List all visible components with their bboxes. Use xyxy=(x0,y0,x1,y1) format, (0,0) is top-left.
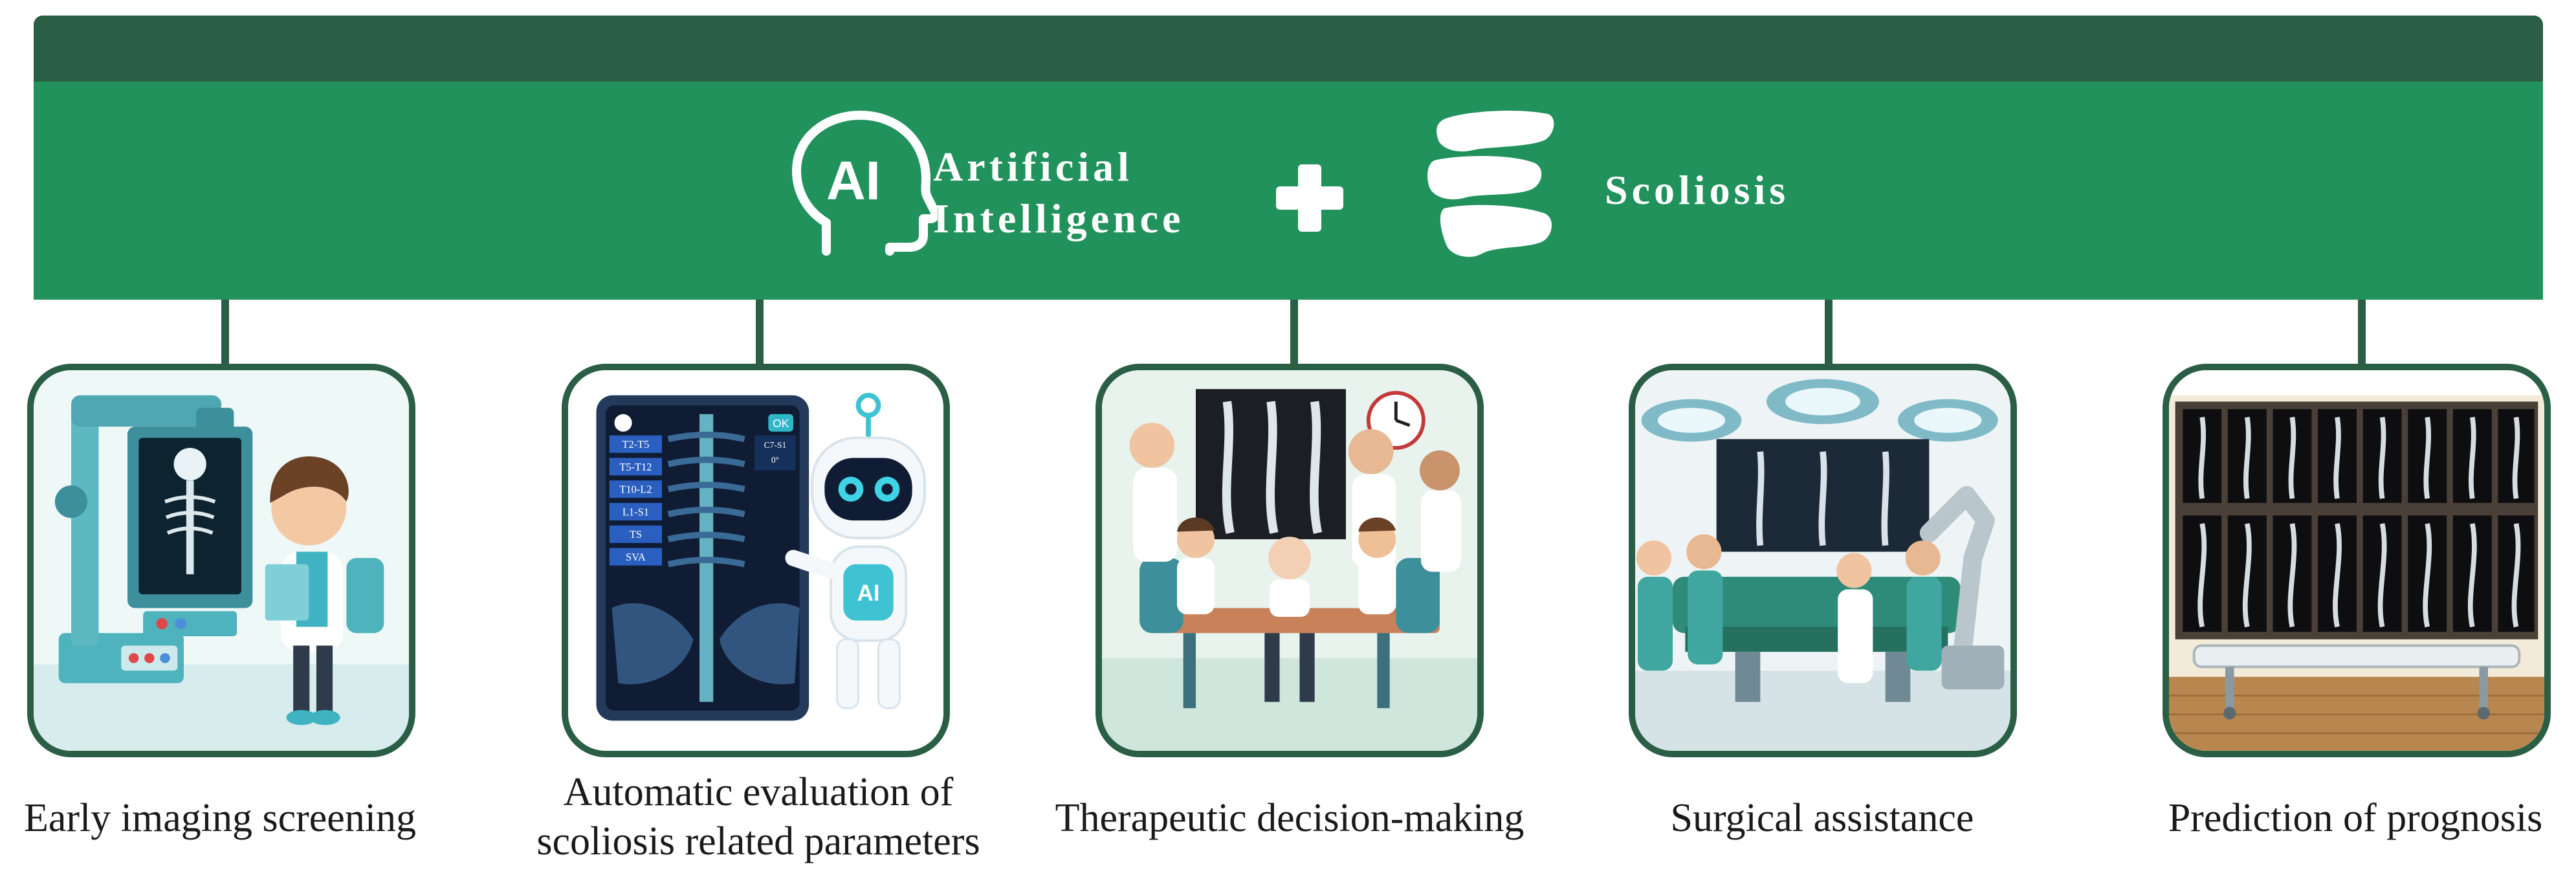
connector-3 xyxy=(1290,300,1298,364)
tablet-item-4: L1-S1 xyxy=(622,505,649,518)
title-line-2: Intelligence xyxy=(933,195,1185,241)
ai-robot-tablet-illustration: OK T2-T5 T5-T12 T10-L2 L1-S1 TS SVA C7-S… xyxy=(568,370,943,751)
card-early-imaging-screening xyxy=(27,364,415,757)
label-automatic-evaluation: Automatic evaluation of scoliosis relate… xyxy=(506,768,1011,866)
tablet-right-value: 0° xyxy=(771,455,779,465)
title-scoliosis: Scoliosis xyxy=(1605,167,1790,213)
card-therapeutic-decision xyxy=(1095,364,1484,757)
svg-text:AI: AI xyxy=(826,150,881,211)
label-line-1: Automatic evaluation of xyxy=(563,770,954,814)
label-line-2: scoliosis related parameters xyxy=(536,819,980,863)
operating-room-illustration xyxy=(1635,370,2010,751)
connector-5 xyxy=(2358,300,2366,364)
ai-head-icon: AI xyxy=(792,111,938,256)
tablet-ok-text: OK xyxy=(773,417,789,430)
robot-ai-badge: AI xyxy=(857,581,880,606)
connector-4 xyxy=(1825,300,1833,364)
tablet-item-6: SVA xyxy=(626,551,646,563)
label-early-imaging-screening: Early imaging screening xyxy=(23,796,416,840)
plus-icon xyxy=(1276,164,1343,232)
title-artificial-intelligence: Artificial Intelligence xyxy=(933,141,1270,245)
tablet-right-label: C7-S1 xyxy=(764,440,787,450)
card-surgical-assistance xyxy=(1629,364,2017,757)
tablet-item-3: T10-L2 xyxy=(619,483,652,496)
banner-top-bar xyxy=(34,16,2543,82)
label-surgical-assistance: Surgical assistance xyxy=(1670,796,1974,840)
card-automatic-evaluation: OK T2-T5 T5-T12 T10-L2 L1-S1 TS SVA C7-S… xyxy=(562,364,950,757)
tablet-item-2: T5-T12 xyxy=(619,461,652,473)
label-therapeutic-decision: Therapeutic decision-making xyxy=(1055,796,1525,840)
tablet-item-5: TS xyxy=(630,528,642,540)
label-prediction-prognosis: Prediction of prognosis xyxy=(2168,796,2543,840)
title-banner: AI Artificial Intelligence Scoliosis xyxy=(34,82,2543,300)
xray-wall-illustration xyxy=(2169,370,2544,751)
vertebrae-icon xyxy=(1427,110,1554,257)
connector-2 xyxy=(756,300,764,364)
doctors-meeting-illustration xyxy=(1102,370,1477,751)
card-prediction-prognosis xyxy=(2163,364,2551,757)
connector-1 xyxy=(221,300,229,364)
xray-screening-illustration xyxy=(34,370,409,751)
tablet-item-1: T2-T5 xyxy=(622,438,649,450)
title-line-1: Artificial xyxy=(933,144,1133,190)
